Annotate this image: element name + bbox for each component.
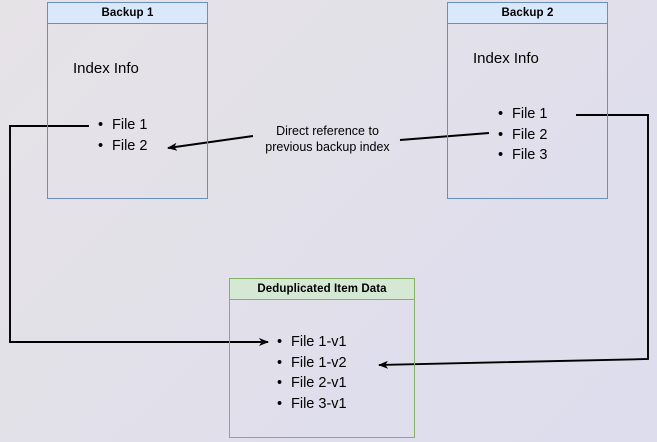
backup1-index-info-label: Index Info [73,60,139,77]
backup1-box [47,2,208,199]
backup1-file-item: File 2 [98,136,147,157]
dedup-header: Deduplicated Item Data [229,278,415,300]
backup1-header-label: Backup 1 [101,7,154,19]
dedup-item: File 1-v2 [277,353,347,374]
backup2-header-label: Backup 2 [501,7,554,19]
backup2-box [447,2,608,199]
backup2-header: Backup 2 [447,2,608,24]
dedup-item: File 2-v1 [277,373,347,394]
backup2-file-list: File 1 File 2 File 3 [498,104,547,166]
backup1-file-item: File 1 [98,115,147,136]
dedup-item-list: File 1-v1 File 1-v2 File 2-v1 File 3-v1 [277,332,347,414]
backup2-file-item: File 2 [498,125,547,146]
backup1-header: Backup 1 [47,2,208,24]
direct-reference-label: Direct reference to previous backup inde… [265,124,390,154]
backup2-file-item: File 1 [498,104,547,125]
backup1-file-list: File 1 File 2 [98,115,147,156]
dedup-item: File 3-v1 [277,394,347,415]
backup2-index-info-label: Index Info [473,50,539,67]
dedup-header-label: Deduplicated Item Data [257,283,387,295]
backup2-file-item: File 3 [498,145,547,166]
dedup-item: File 1-v1 [277,332,347,353]
